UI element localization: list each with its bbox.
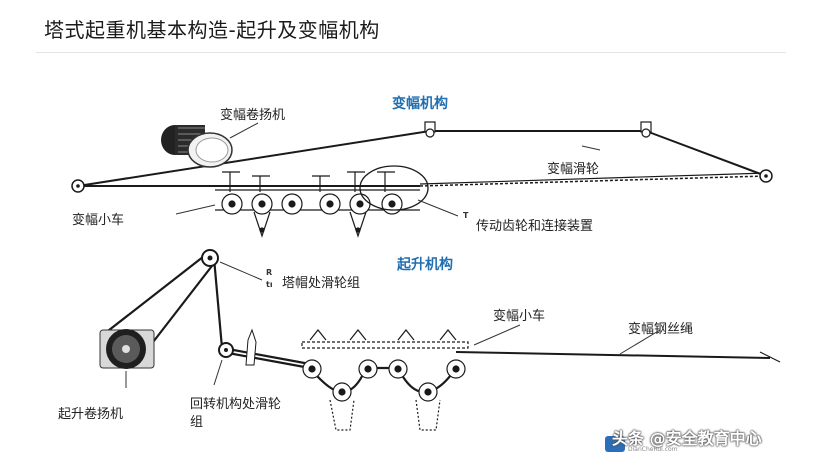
transmission-gear-highlight [359,165,429,211]
watermark-text: 头条 @安全教育中心 [612,429,762,448]
watermark-logo-icon [605,436,625,452]
luffing-trolley-top-icon [215,171,420,238]
hoisting-mechanism-title: 起升机构 [397,257,453,273]
luffing-wire-rope-label: 变幅钢丝绳 [628,322,694,337]
slewing-pulley-label-line2: 组 [190,415,204,430]
luffing-mechanism-title: 变幅机构 [392,96,448,112]
page-title: 塔式起重机基本构造-起升及变幅机构 [44,18,380,42]
luffing-rope-system [77,130,767,187]
luffing-winch-label: 变幅卷扬机 [220,108,286,123]
luffing-trolley-bottom-icon [301,329,469,431]
title-divider [36,52,786,53]
luffing-trolley-top-label: 变幅小车 [72,213,125,228]
fragment-t2: tı [266,280,273,289]
watermark-logo-text: DianCheRui.com [628,446,678,453]
luffing-winch-icon [161,125,233,168]
transmission-gear-label: 传动齿轮和连接装置 [476,219,594,234]
fragment-r: R [266,268,273,277]
luffing-trolley-bottom-label: 变幅小车 [493,309,546,324]
luffing-pulley-icon [424,121,652,138]
luffing-pulley-label: 变幅滑轮 [547,162,600,177]
fragment-t: T [463,211,469,220]
hoisting-winch-label: 起升卷扬机 [58,407,124,422]
cap-pulley-group-label: 塔帽处滑轮组 [282,276,361,291]
slewing-pulley-label-line1: 回转机构处滑轮 [190,397,282,412]
hoisting-winch-icon [99,329,155,388]
